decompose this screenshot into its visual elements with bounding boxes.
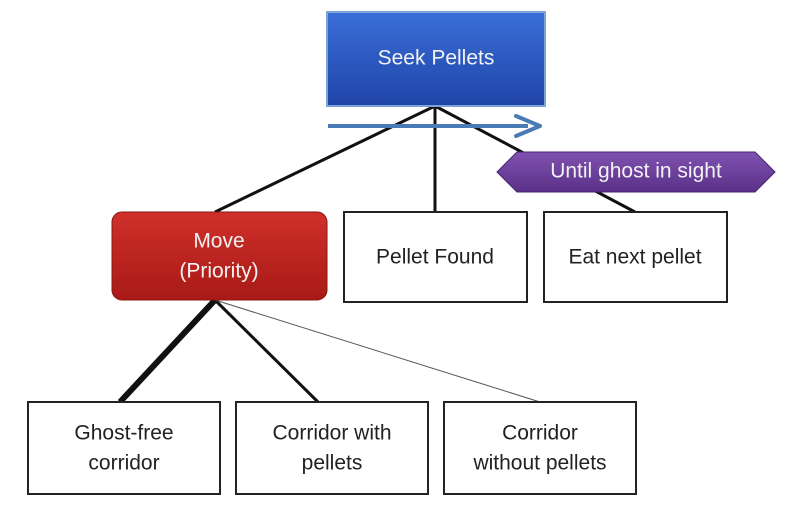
edge-move-to-ghost-free-corridor	[117, 297, 218, 405]
corridor-without-pellets-label-line1: Corridor	[502, 422, 578, 445]
corridor-with-pellets-node: Corridor with pellets	[235, 401, 429, 495]
corridor-without-pellets-node: Corridor without pellets	[443, 401, 637, 495]
move-node-box	[111, 211, 328, 301]
eat-next-pellet-label: Eat next pellet	[568, 246, 701, 269]
pellet-found-node: Pellet Found	[343, 211, 528, 303]
pellet-found-box	[343, 211, 528, 303]
ghost-free-corridor-node: Ghost-free corridor	[27, 401, 221, 495]
move-node-label-line2: (Priority)	[179, 260, 258, 283]
root-node-seek-pellets: Seek Pellets	[326, 11, 546, 107]
ghost-free-corridor-box	[27, 401, 221, 495]
edge-move-to-corridor-with-pellets	[213, 298, 320, 404]
edge-root-to-move	[214, 104, 436, 214]
move-priority-node: Move (Priority)	[111, 211, 328, 301]
eat-next-pellet-node: Eat next pellet	[543, 211, 728, 303]
edge-move-to-corridor-without-pellets	[214, 299, 541, 403]
sequence-arrow	[328, 114, 542, 138]
corridor-with-pellets-label-line1: Corridor with	[272, 422, 391, 445]
corridor-with-pellets-box	[235, 401, 429, 495]
eat-next-pellet-box	[543, 211, 728, 303]
ghost-free-corridor-label-line2: corridor	[88, 452, 159, 475]
sequence-arrow-head-icon	[514, 114, 542, 138]
decorator-until-ghost-in-sight: Until ghost in sight	[496, 151, 776, 193]
move-node-label-line1: Move	[193, 230, 244, 253]
ghost-free-corridor-label-line1: Ghost-free	[74, 422, 173, 445]
decorator-hexagon	[496, 151, 776, 193]
decorator-label: Until ghost in sight	[550, 160, 722, 183]
pellet-found-label: Pellet Found	[376, 246, 494, 269]
root-node-label: Seek Pellets	[378, 47, 495, 70]
corridor-without-pellets-box	[443, 401, 637, 495]
corridor-without-pellets-label-line2: without pellets	[472, 452, 606, 475]
root-node-box	[326, 11, 546, 107]
corridor-with-pellets-label-line2: pellets	[302, 452, 363, 475]
